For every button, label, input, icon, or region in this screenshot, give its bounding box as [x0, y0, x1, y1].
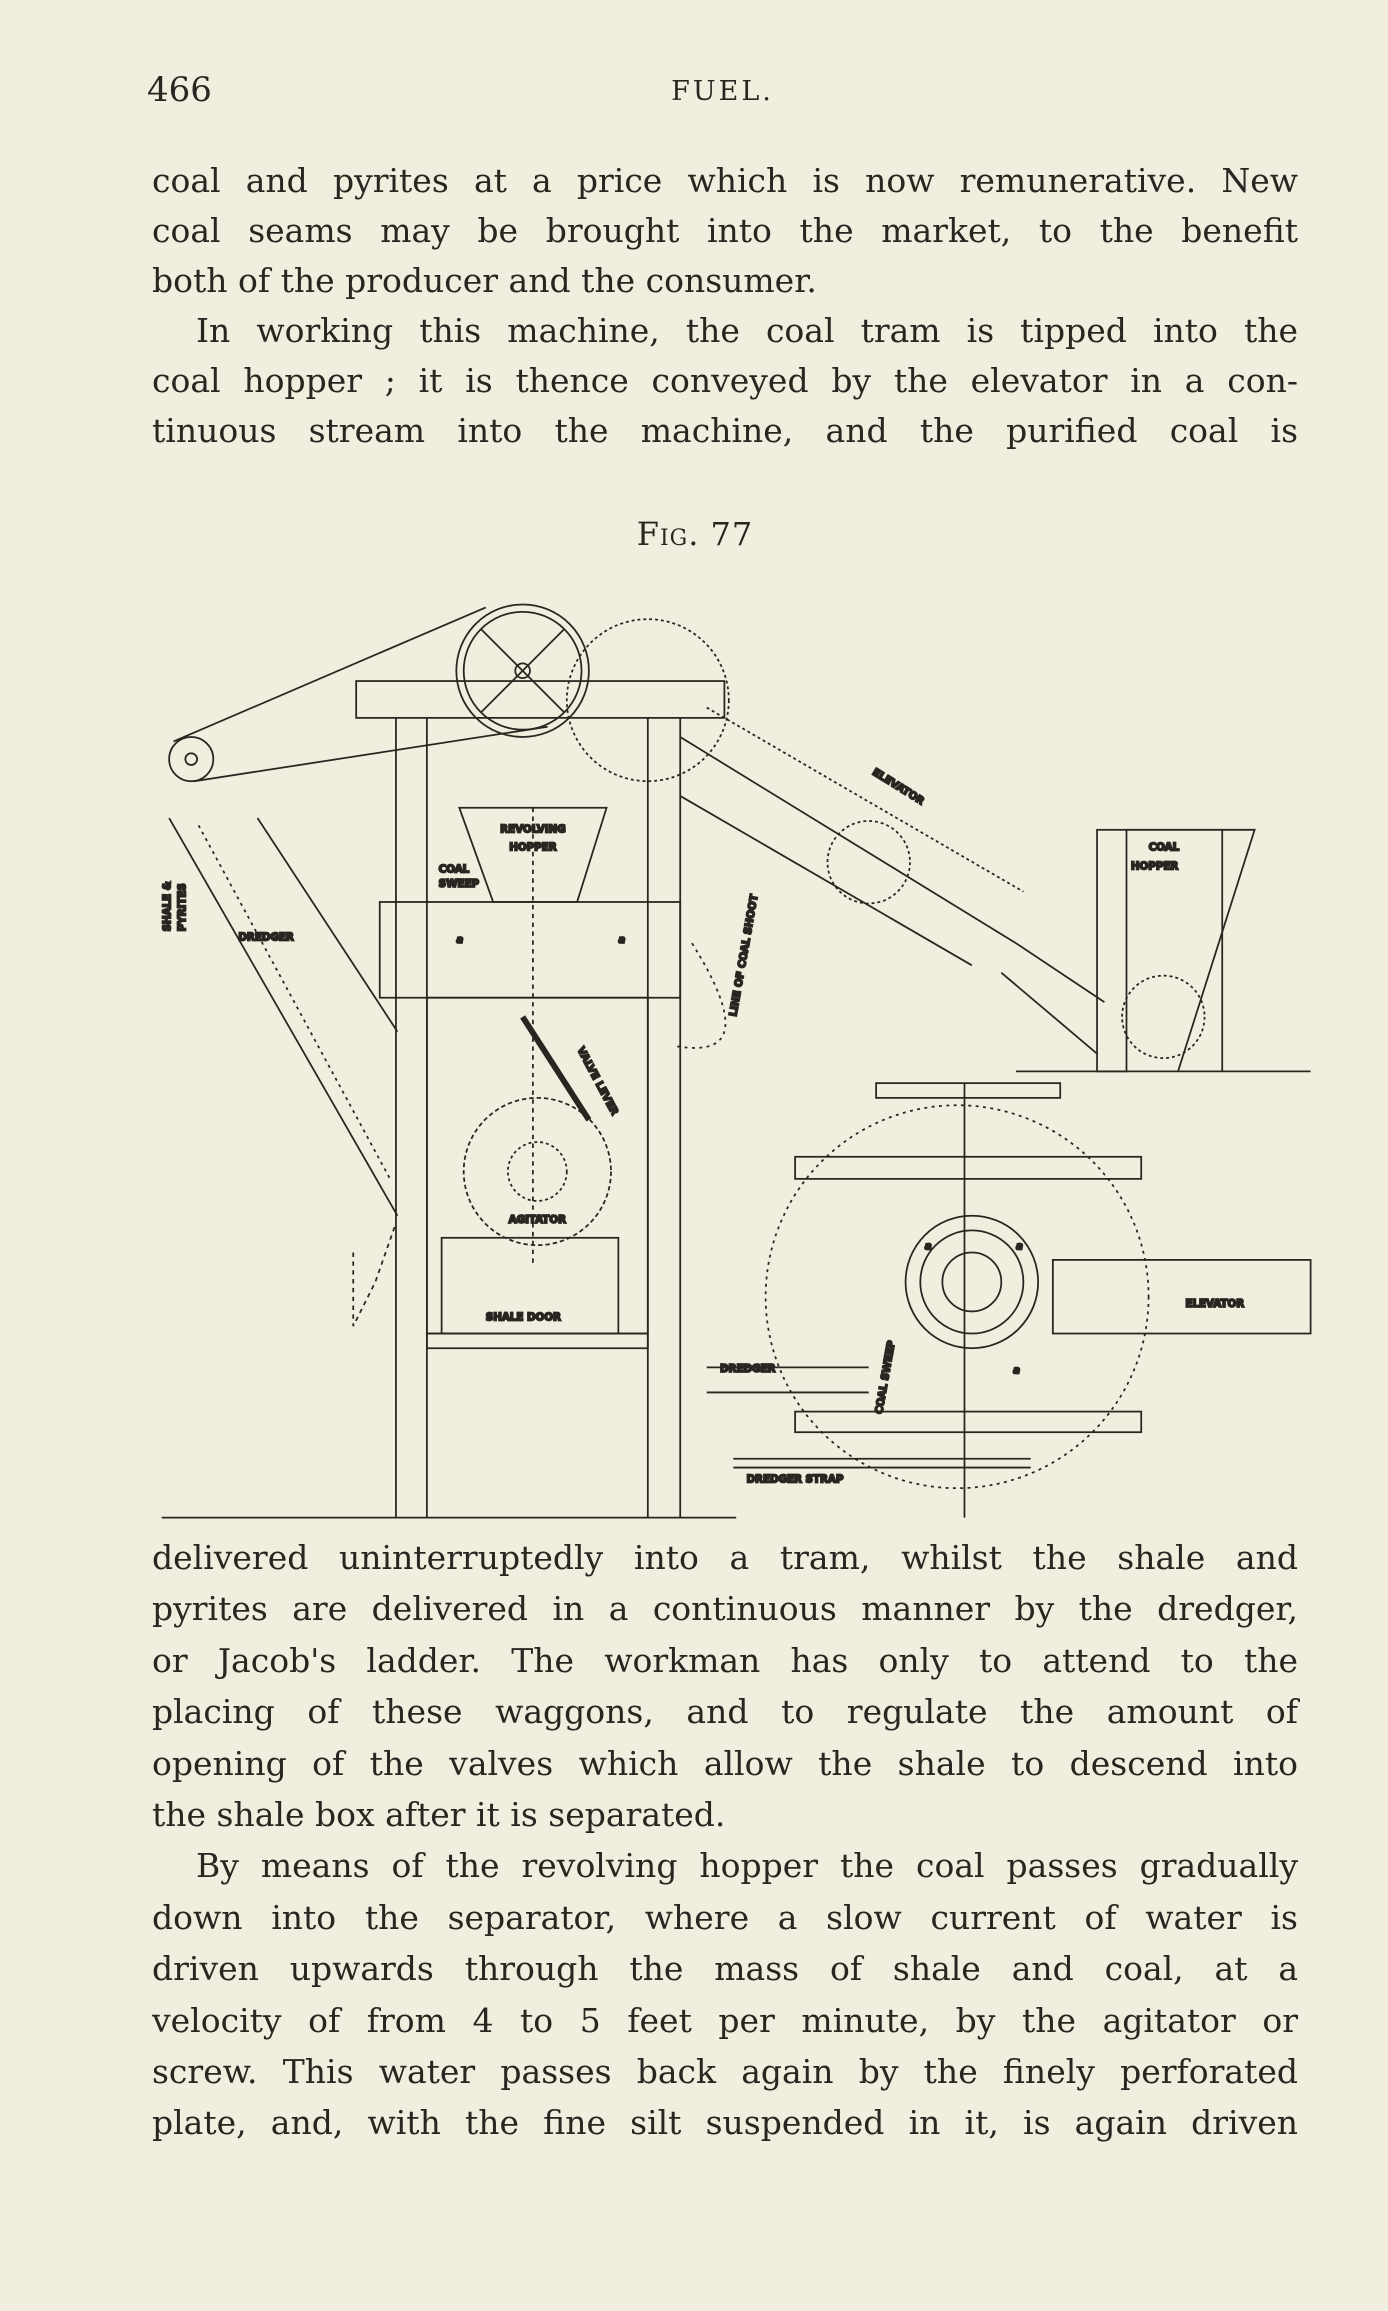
text-line: delivered uninterruptedly into a tram, w… [152, 1538, 1298, 1577]
label-a: a [1013, 1364, 1020, 1376]
elevator [677, 706, 1105, 1055]
label-pyrites: PYRITES [176, 883, 188, 931]
figure-coal-washing-machine: REVOLVING HOPPER COAL SWEEP SHALE & PYRI… [161, 603, 1312, 1519]
text-line: tinuous stream into the machine, and the… [152, 411, 1298, 450]
label-dredger: DREDGER [238, 931, 294, 943]
label-elevator: ELEVATOR [870, 766, 926, 807]
label-a: a [925, 1241, 932, 1253]
text-line: By means of the revolving hopper the coa… [196, 1846, 1298, 1886]
label-coal-hopper-1: COAL [1149, 841, 1180, 853]
drive-wheel [168, 603, 730, 783]
text-line: both of the producer and the consumer. [152, 261, 817, 300]
label-coal-sweep-2: COAL SWEEP [873, 1339, 898, 1415]
top-paragraphs: coal and pyrites at a price which is now… [152, 156, 1298, 456]
gear-assembly [706, 1082, 1312, 1518]
text-line: placing of these waggons, and to regulat… [152, 1692, 1298, 1732]
text-line: coal and pyrites at a price which is now… [152, 161, 1298, 200]
text-line: velocity of from 4 to 5 feet per minute,… [152, 2000, 1298, 2040]
text-line: down into the separator, where a slow cu… [152, 1897, 1298, 1937]
text-line: screw. This water passes back again by t… [152, 2051, 1298, 2091]
label-shale: SHALE & [162, 881, 174, 931]
label-coal: COAL [439, 864, 470, 876]
revolving-hopper [440, 806, 620, 1335]
label-revolving: REVOLVING [500, 824, 566, 836]
label-agitator: AGITATOR [509, 1214, 566, 1226]
figure-caption: Fig. 77 [636, 515, 754, 553]
main-frame [161, 680, 737, 1519]
running-head: FUEL. [671, 76, 774, 107]
text-line: In working this machine, the coal tram i… [196, 311, 1298, 350]
text-line: coal seams may be brought into the marke… [152, 211, 1298, 250]
text-line: or Jacob's ladder. The workman has only … [152, 1640, 1298, 1680]
label-line-of-coal-shoot: LINE OF COAL SHOOT [727, 893, 760, 1017]
text-line: opening of the valves which allow the sh… [152, 1743, 1298, 1783]
label-hopper: HOPPER [509, 841, 556, 853]
label-a: a [1016, 1241, 1023, 1253]
dredger [168, 817, 399, 1327]
text-line: the shale box after it is separated. [152, 1794, 726, 1834]
page-number: 466 [147, 70, 212, 110]
label-elevator-2: ELEVATOR [1185, 1298, 1244, 1310]
coal-hopper [1016, 828, 1311, 1073]
label-a: a [618, 934, 625, 946]
text-line: driven upwards through the mass of shale… [152, 1949, 1298, 1989]
label-shale-door: SHALE DOOR [486, 1311, 561, 1323]
text-line: coal hopper ; it is thence conveyed by t… [152, 361, 1298, 400]
text-line: pyrites are delivered in a continuous ma… [152, 1589, 1298, 1629]
label-a: a [456, 934, 463, 946]
text-line: plate, and, with the fine silt suspended… [152, 2103, 1298, 2143]
label-dredger-2: DREDGER [720, 1363, 776, 1375]
label-sweep: SWEEP [439, 878, 480, 890]
bottom-paragraphs: delivered uninterruptedly into a tram, w… [152, 1532, 1298, 2149]
label-coal-hopper-2: HOPPER [1131, 861, 1178, 873]
label-dredger-strap: DREDGER STRAP [746, 1473, 843, 1485]
